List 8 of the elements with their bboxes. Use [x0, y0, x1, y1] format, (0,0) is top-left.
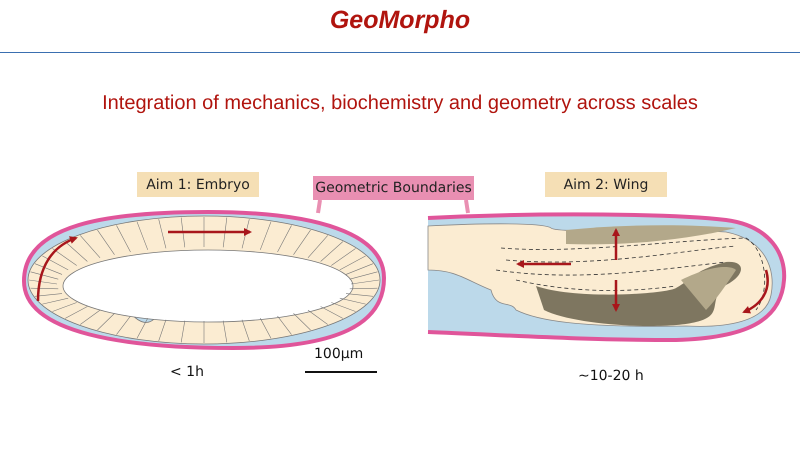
- duration-label: < 1h: [170, 364, 204, 380]
- scale-label: 100µm: [314, 346, 364, 362]
- duration-label: ~10-20 h: [578, 368, 644, 384]
- aim-label: Aim 1: Embryo: [137, 172, 259, 197]
- slide-title: GeoMorpho: [328, 6, 472, 35]
- callout-label: Geometric Boundaries: [313, 176, 474, 200]
- aim-label: Aim 2: Wing: [545, 172, 667, 197]
- subtitle: Integration of mechanics, biochemistry and geometry across scales: [101, 92, 699, 115]
